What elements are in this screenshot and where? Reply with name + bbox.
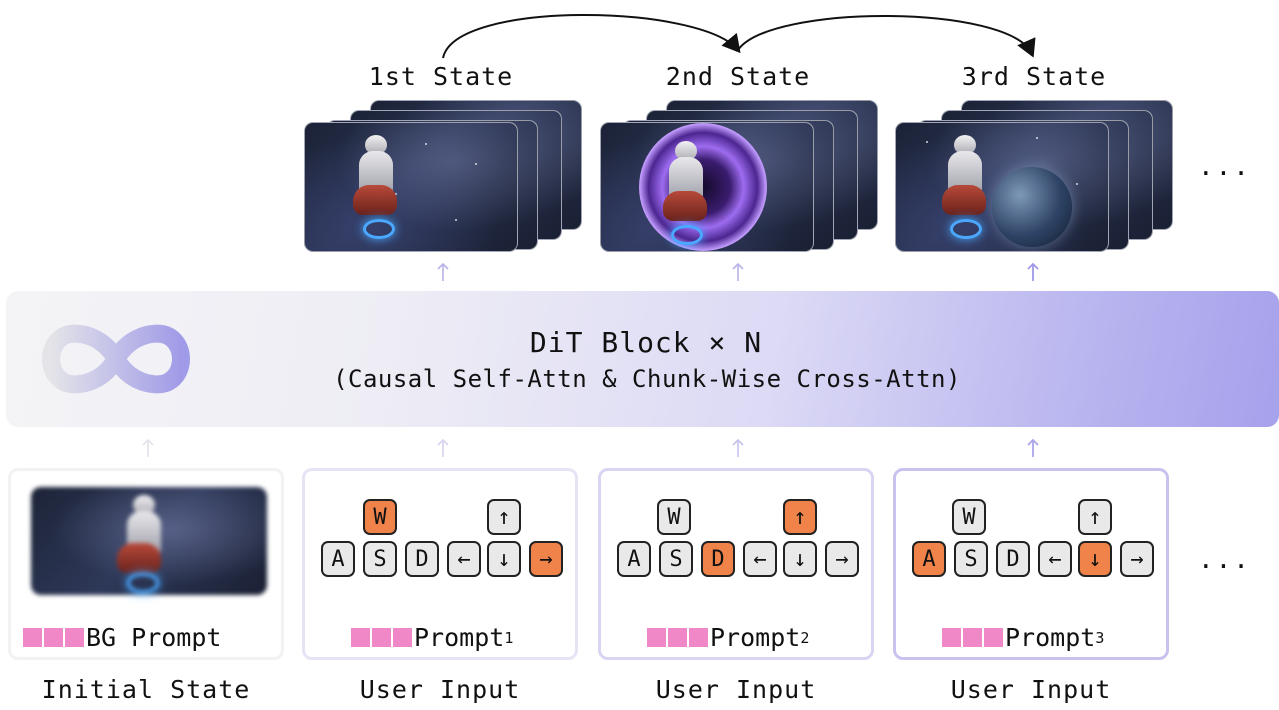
key-w: W [657,499,691,535]
dit-block: DiT Block × N (Causal Self-Attn & Chunk-… [6,291,1279,427]
key-up: ↑ [783,499,817,535]
key-d: D [996,541,1030,577]
key-d: D [701,541,735,577]
prompt-1-subscript: 1 [504,628,514,647]
more-inputs-ellipsis: ... [1198,545,1251,575]
key-down: ↓ [1078,541,1112,577]
state-image-2 [600,122,814,252]
key-a: A [617,541,651,577]
background-image [31,487,267,595]
key-right: → [529,541,563,577]
bg-prompt: BG Prompt [23,623,221,652]
key-up: ↑ [1078,499,1112,535]
initial-state-panel: BG Prompt [8,468,284,660]
key-s: S [659,541,693,577]
more-states-ellipsis: ... [1198,152,1251,182]
key-left: ← [1038,541,1072,577]
key-left: ← [447,541,481,577]
key-up: ↑ [487,499,521,535]
caption-user-input-1: User Input [359,675,521,704]
key-down: ↓ [783,541,817,577]
key-w: W [952,499,986,535]
bg-prompt-label: BG Prompt [86,623,222,652]
state-transition-arrows [442,14,1036,59]
state-frames-2 [600,100,880,252]
caption-user-input-3: User Input [950,675,1112,704]
key-s: S [954,541,988,577]
key-a: A [321,541,355,577]
up-arrow-input-2 [732,438,744,457]
state-image-3 [895,122,1109,252]
state-title-3: 3rd State [961,62,1107,91]
key-w: W [363,499,397,535]
caption-user-input-2: User Input [655,675,817,704]
state-frames-1 [304,100,584,252]
state-title-1: 1st State [368,62,514,91]
key-left: ← [743,541,777,577]
up-arrow-input-3 [1027,438,1039,457]
key-right: → [825,541,859,577]
key-a: A [912,541,946,577]
state-frames-3 [895,100,1175,252]
key-down: ↓ [487,541,521,577]
prompt-3-subscript: 3 [1095,628,1105,647]
arrow-1-to-2 [442,14,741,59]
dit-block-subtitle: (Causal Self-Attn & Chunk-Wise Cross-Att… [333,365,961,393]
prompt-3-label: Prompt [1005,623,1096,652]
up-arrow-input-1 [437,438,449,457]
dit-block-title: DiT Block × N [529,326,763,359]
caption-initial-state: Initial State [41,675,251,704]
infinity-icon [42,324,190,394]
up-arrow-state-2 [732,262,744,281]
up-arrow-state-3 [1027,262,1039,281]
up-arrow-state-1 [437,262,449,281]
key-d: D [405,541,439,577]
arrow-2-to-3 [737,15,1036,58]
prompt-2-label: Prompt [710,623,801,652]
up-arrow-initial [142,438,154,457]
prompt-2-subscript: 2 [800,628,810,647]
key-right: → [1120,541,1154,577]
state-image-1 [304,122,518,252]
key-s: S [363,541,397,577]
state-title-2: 2nd State [665,62,811,91]
prompt-1-label: Prompt [414,623,505,652]
